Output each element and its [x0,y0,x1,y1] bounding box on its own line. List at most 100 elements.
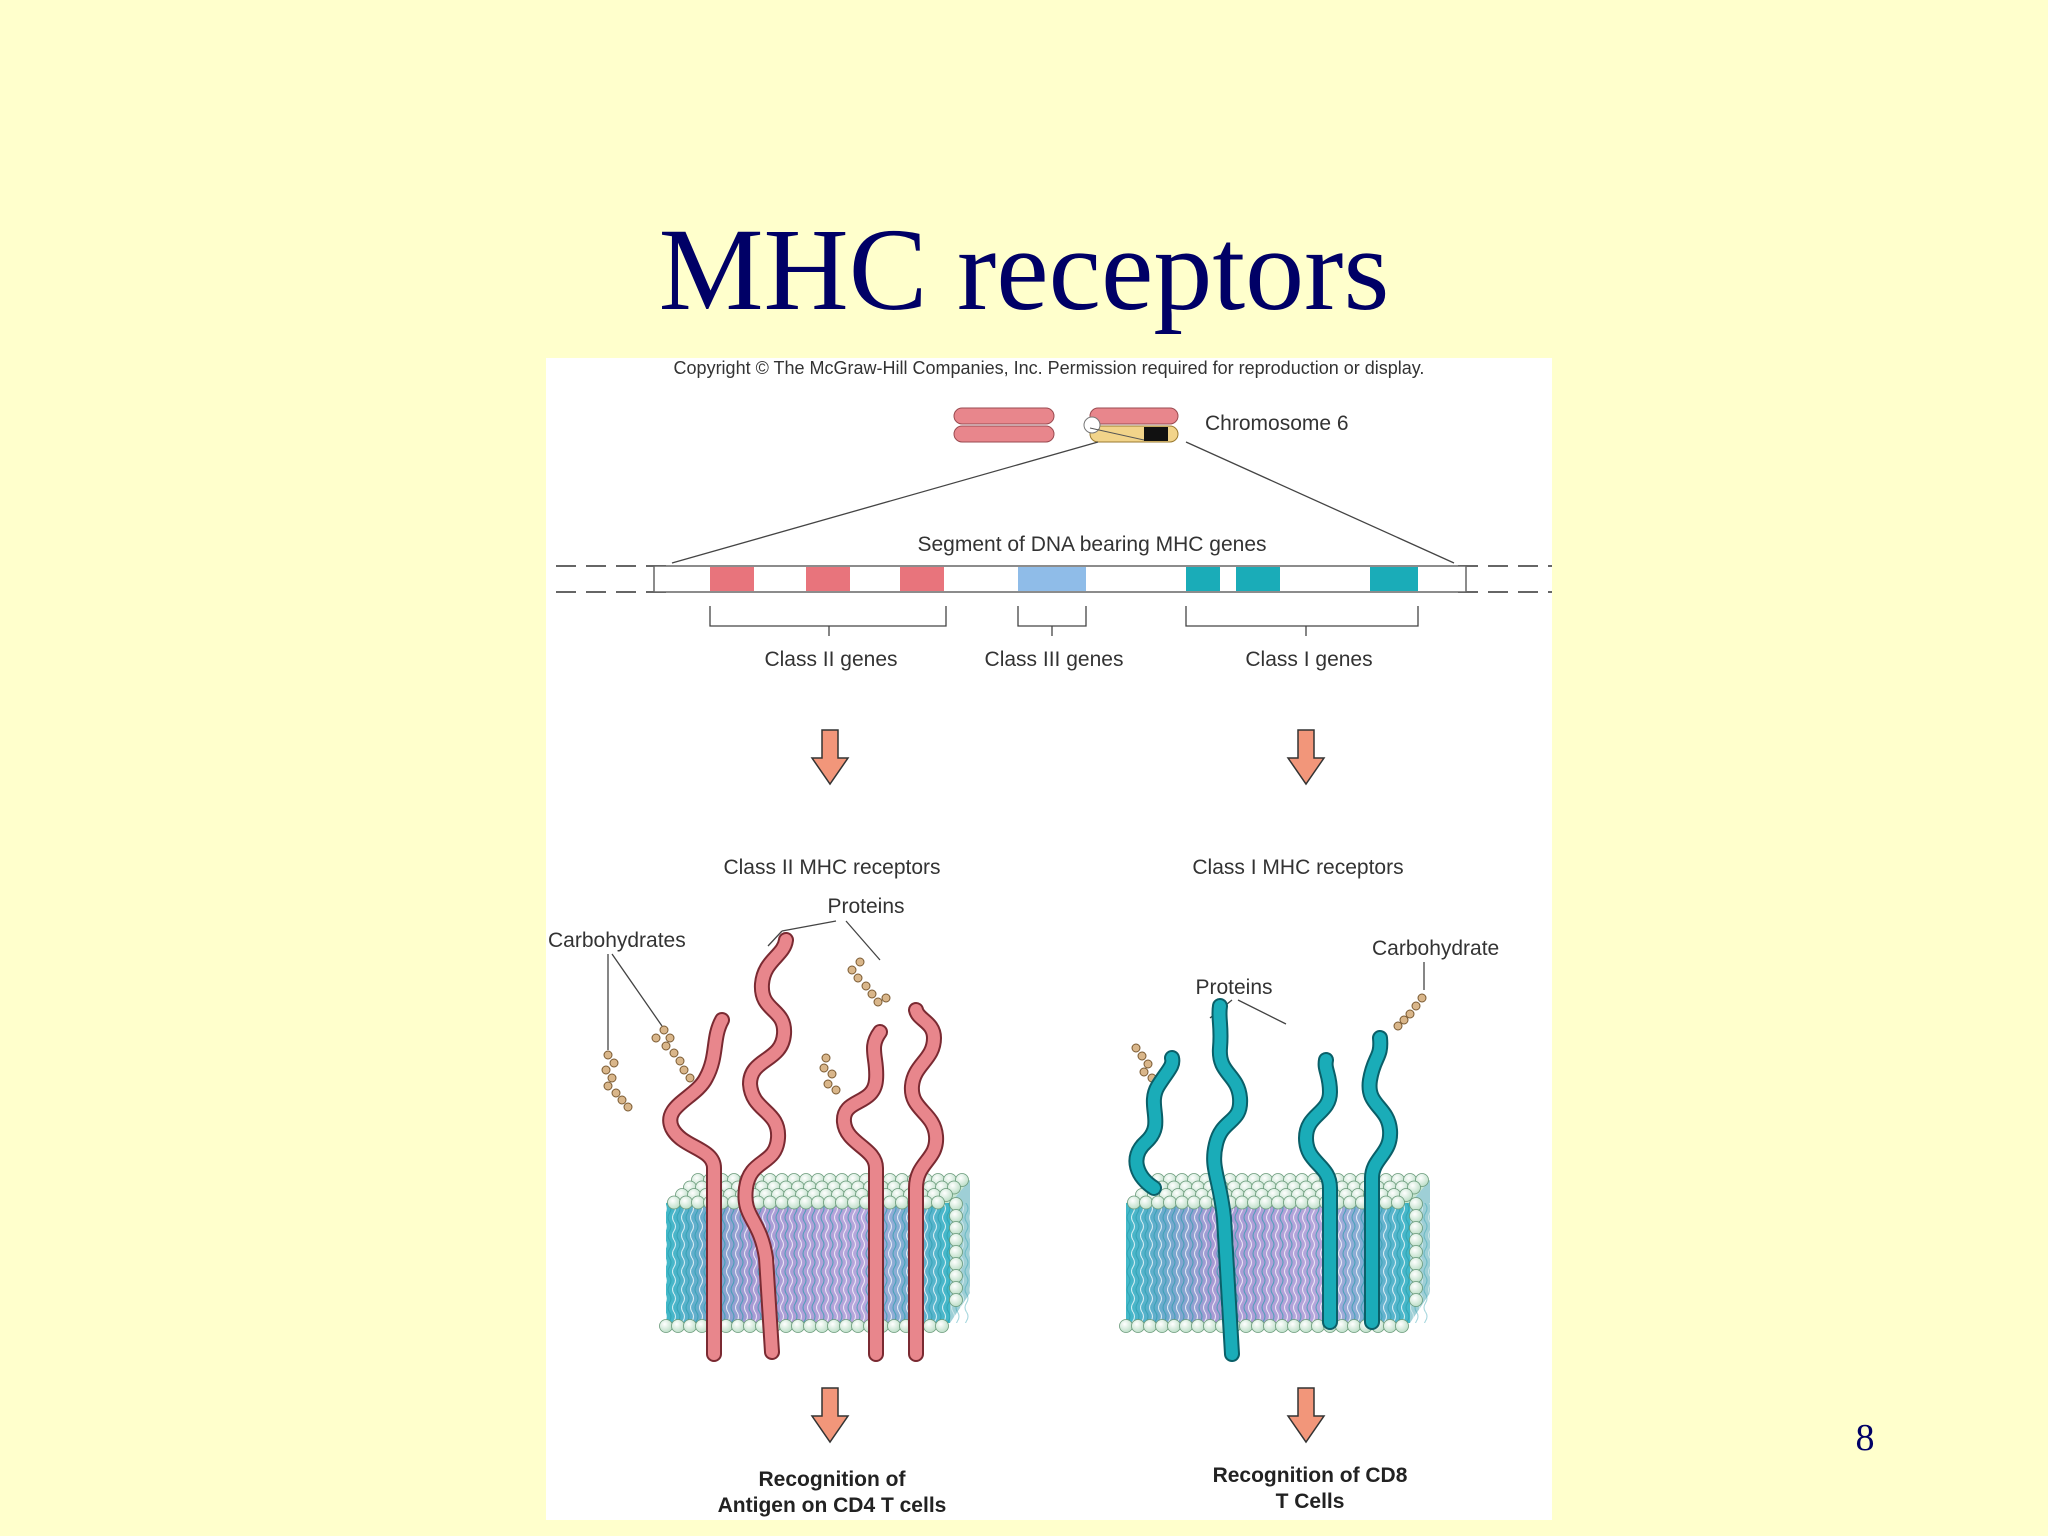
lipid-head [935,1319,949,1333]
lipid-head [691,1195,705,1210]
class-ii-panel-title: Class II MHC receptors [723,856,940,879]
lipid-head [763,1195,777,1210]
lipid-head [1251,1319,1265,1333]
lipid-head [949,1197,963,1211]
lipid-head [1409,1269,1423,1283]
lipid-head [949,1257,963,1271]
class-i-gene [1370,567,1418,591]
lipid-head [823,1195,837,1210]
lipid-head [1151,1195,1165,1210]
cd4-recognition-line1: Recognition of [759,1468,907,1491]
lipid-head [1167,1319,1181,1333]
lipid-head [949,1245,963,1259]
lipid-head [679,1195,693,1210]
lipid-head [743,1319,757,1333]
lipid-head [1283,1195,1297,1210]
class-ii-proteins [662,932,945,1362]
mhc-figure: Copyright © The McGraw-Hill Companies, I… [546,358,1552,1520]
copyright-notice: Copyright © The McGraw-Hill Companies, I… [674,358,1425,378]
chromosome-label: Chromosome 6 [1205,412,1349,435]
lipid-head [1139,1195,1153,1210]
dna-segment-label: Segment of DNA bearing MHC genes [917,533,1266,556]
lipid-head [883,1195,897,1210]
class-ii-gene [806,567,850,591]
lipid-head [949,1233,963,1247]
lipid-head [1263,1319,1277,1333]
down-arrow-icon [810,729,850,786]
class-ii-gene [900,567,944,591]
class-i-carbohydrate-label: Carbohydrate [1372,937,1499,960]
lipid-head [1155,1319,1169,1333]
lipid-head [1203,1319,1217,1333]
class-i-proteins [1128,998,1399,1362]
lipid-head [1409,1257,1423,1271]
cd4-recognition-line2: Antigen on CD4 T cells [718,1494,947,1517]
lipid-head [1295,1195,1309,1210]
lipid-head [1307,1195,1321,1210]
lipid-head [1187,1195,1201,1210]
lipid-head [1275,1319,1289,1333]
slide-title: MHC receptors [658,204,1390,335]
lipid-head [683,1319,697,1333]
class-ii-gene [710,567,754,591]
lipid-head [1259,1195,1273,1210]
lipid-head [1143,1319,1157,1333]
gene-group-label-class-iii: Class III genes [985,648,1124,671]
lipid-head [799,1195,813,1210]
class-ii-carbohydrates-label: Carbohydrates [548,929,686,952]
class-i-gene [1186,567,1220,591]
lipid-head [731,1319,745,1333]
cd8-recognition-line2: T Cells [1276,1490,1345,1513]
lipid-head [1247,1195,1261,1210]
lipid-head [1409,1209,1423,1223]
lipid-head [949,1209,963,1223]
lipid-head [1343,1195,1357,1210]
lipid-head [671,1319,685,1333]
lipid-head [1395,1319,1409,1333]
lipid-head [815,1319,829,1333]
lipid-head [895,1195,909,1210]
class-i-gene [1236,567,1280,591]
lipid-head [667,1195,681,1210]
lipid-head [1347,1319,1361,1333]
lipid-head [949,1269,963,1283]
gene-brackets [709,606,1419,636]
class-ii-proteins-label: Proteins [827,895,904,918]
lipid-head [931,1195,945,1210]
class-ii-carbohydrate-chains [601,957,891,1112]
lipid-head [1409,1245,1423,1259]
lipid-head [1271,1195,1285,1210]
lipid-head [949,1221,963,1235]
lipid-head [1179,1319,1193,1333]
class-i-panel-title: Class I MHC receptors [1192,856,1403,879]
lipid-head [835,1195,849,1210]
class-iii-gene [1018,567,1086,591]
lipid-head [1191,1319,1205,1333]
lipid-head [775,1195,789,1210]
chromosome-6 [953,407,1179,443]
lipid-head [1379,1195,1393,1210]
lipid-head [851,1319,865,1333]
dna-segment [556,565,1552,593]
class-i-membrane [1119,1173,1430,1333]
lipid-head [787,1195,801,1210]
lipid-head [1409,1293,1423,1307]
lipid-head [803,1319,817,1333]
down-arrow-icon [1286,1387,1326,1444]
lipid-head [811,1195,825,1210]
gene-group-label-class-i: Class I genes [1245,648,1372,671]
lipid-head [923,1319,937,1333]
lipid-head [1409,1281,1423,1295]
lipid-head [1235,1195,1249,1210]
lipid-head [1163,1195,1177,1210]
lipid-head [1299,1319,1313,1333]
lipid-head [949,1281,963,1295]
cd8-recognition-line1: Recognition of CD8 [1213,1464,1408,1487]
lipid-head [1391,1195,1405,1210]
lipid-head [827,1319,841,1333]
lipid-head [949,1293,963,1307]
lipid-head [1239,1319,1253,1333]
page-number: 8 [1855,1417,1875,1459]
lipid-head [1119,1319,1133,1333]
class-i-proteins-label: Proteins [1195,976,1272,999]
